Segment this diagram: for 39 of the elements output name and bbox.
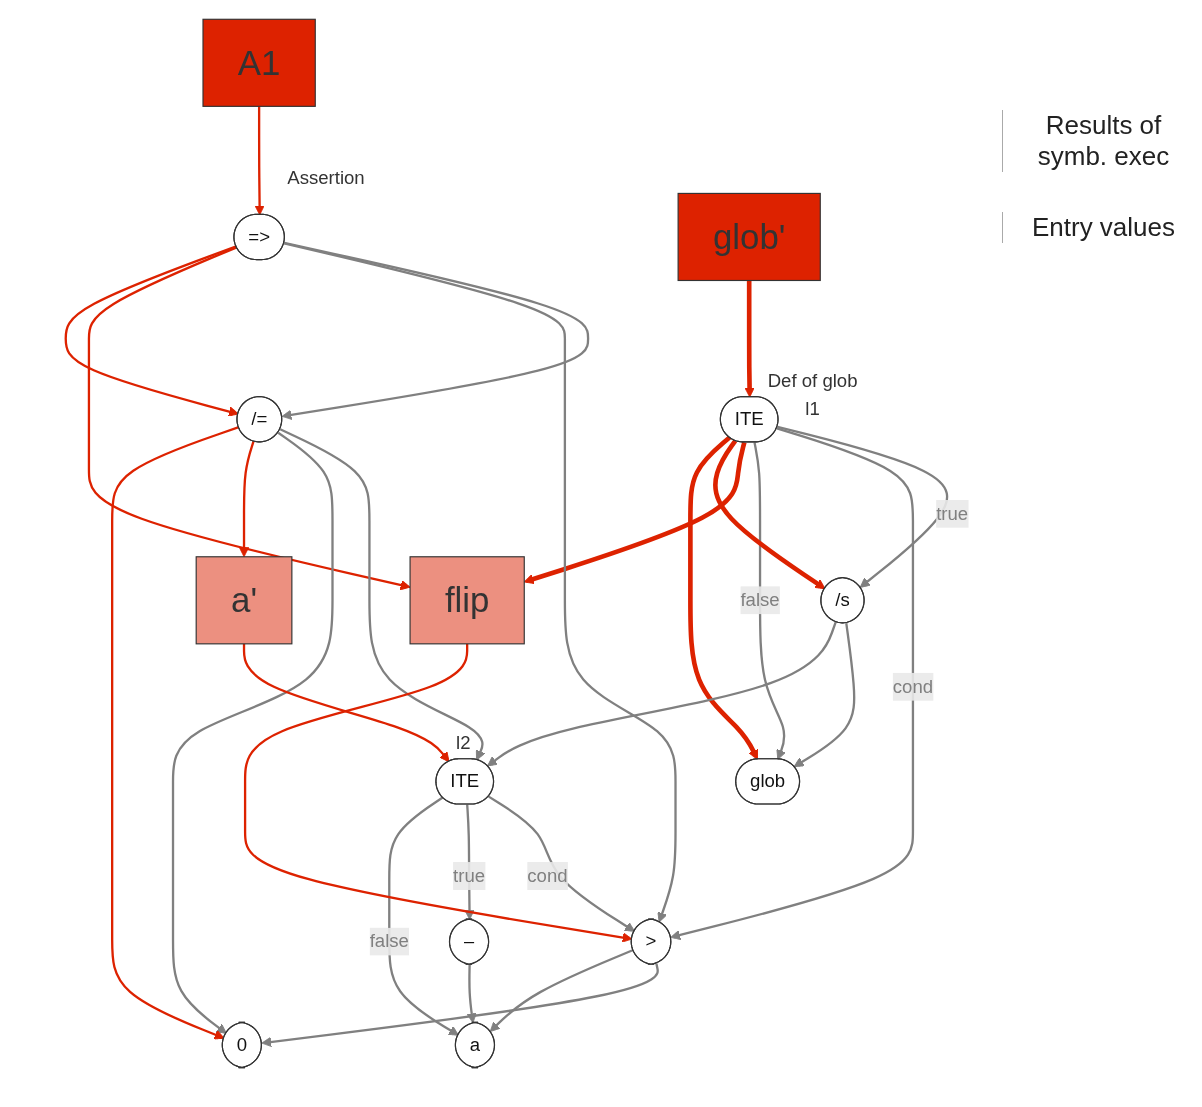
arrow	[488, 795, 635, 932]
node-box: A1	[202, 18, 316, 107]
edge-label: false	[369, 931, 409, 951]
arrow	[688, 435, 758, 760]
node-box: glob'	[677, 192, 821, 282]
arrow	[489, 948, 634, 1032]
arrow	[87, 246, 411, 591]
arrow	[171, 431, 334, 1034]
node-label: l2	[456, 733, 471, 753]
arrow	[64, 245, 239, 417]
edge-label: cond	[527, 865, 568, 886]
arrow	[388, 796, 459, 1036]
node-label: Def of glob	[767, 371, 858, 391]
arrow	[279, 428, 486, 761]
node-label: Assertion	[287, 167, 365, 188]
arrow	[753, 442, 786, 760]
arrow	[238, 441, 255, 558]
edge-label: cond	[892, 676, 934, 697]
arrow	[466, 964, 477, 1024]
arrow	[487, 621, 837, 767]
arrow	[242, 643, 450, 763]
arrow	[777, 425, 949, 588]
arrow	[111, 426, 240, 1040]
arrow	[713, 439, 826, 590]
bracket-note: Results of symb. exec	[1002, 110, 1192, 172]
edge-label: true	[936, 503, 969, 524]
arrow	[281, 241, 590, 420]
bracket-note: Entry values	[1002, 212, 1192, 243]
arrow	[744, 280, 755, 398]
arrow	[254, 106, 265, 216]
edge-label: false	[740, 589, 780, 610]
node-label: l1	[805, 398, 820, 419]
arrow	[243, 643, 633, 943]
arrow	[670, 427, 915, 941]
node-box: flip	[409, 556, 525, 645]
arrow	[261, 963, 659, 1048]
node-box: a'	[195, 556, 293, 645]
edge-label: true	[453, 865, 486, 886]
arrow	[793, 622, 856, 768]
